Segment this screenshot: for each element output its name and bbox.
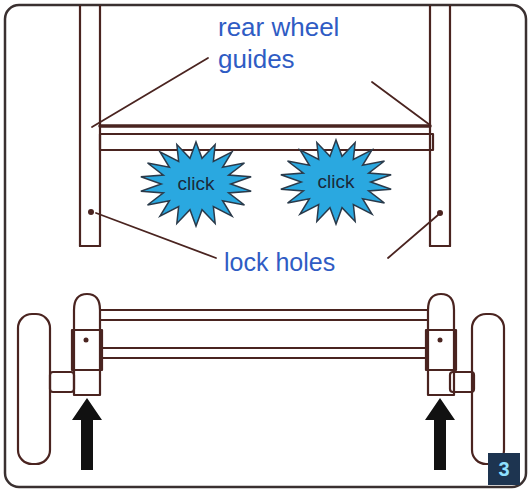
- click-text: click: [318, 171, 355, 193]
- lock-hole: [88, 209, 443, 216]
- click-burst: click: [140, 142, 252, 226]
- burst-outline: [281, 140, 391, 224]
- click-burst: click: [280, 140, 392, 224]
- burst-outline: [141, 142, 251, 226]
- panel-border: [5, 5, 526, 487]
- part-label: rear wheel guides: [218, 12, 398, 75]
- step-number: 3: [498, 458, 509, 481]
- step-number-box: 3: [488, 453, 520, 485]
- rear-axle: [50, 310, 474, 392]
- cross-bar: [100, 126, 433, 150]
- click-text: click: [178, 173, 215, 195]
- rear-wheel-guide: [80, 6, 450, 246]
- number-box-fill: [488, 453, 520, 485]
- axle-post: [72, 294, 456, 395]
- leader-line: [92, 58, 438, 258]
- push-arrow: [72, 398, 455, 470]
- part-label: lock holes: [224, 247, 394, 278]
